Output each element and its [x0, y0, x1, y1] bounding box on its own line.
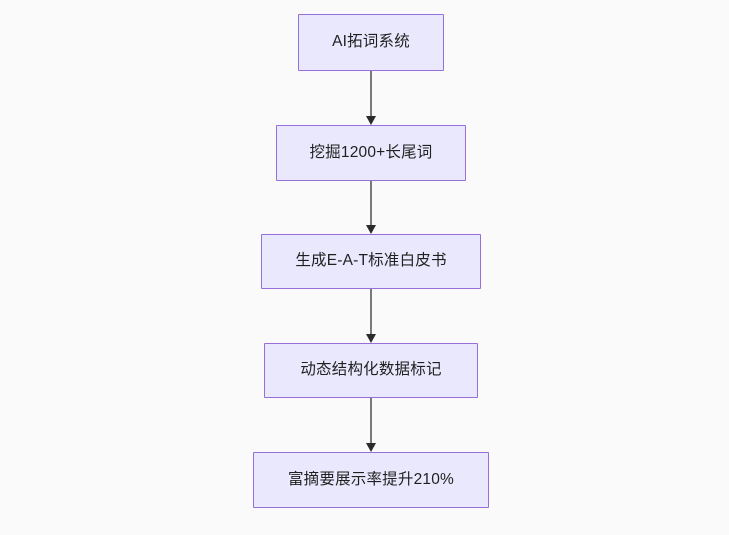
edge-n3-n4	[364, 289, 378, 343]
edge-line	[370, 71, 372, 117]
edge-line	[370, 398, 372, 444]
flow-node-label: AI拓词系统	[332, 33, 410, 51]
flow-node-ai-keyword-system[interactable]: AI拓词系统	[298, 14, 444, 71]
edge-line	[370, 181, 372, 226]
edge-line	[370, 289, 372, 335]
flow-node-label: 富摘要展示率提升210%	[287, 470, 455, 488]
arrowhead-icon	[366, 225, 376, 234]
arrowhead-icon	[366, 334, 376, 343]
flow-node-label: 生成E-A-T标准白皮书	[295, 252, 447, 270]
flow-node-rich-snippet-rate-increase[interactable]: 富摘要展示率提升210%	[253, 452, 489, 508]
edge-n4-n5	[364, 398, 378, 452]
edge-n2-n3	[364, 181, 378, 234]
flow-node-label: 挖掘1200+长尾词	[309, 143, 433, 161]
flow-node-label: 动态结构化数据标记	[300, 361, 442, 379]
flow-node-mine-longtail-keywords[interactable]: 挖掘1200+长尾词	[276, 125, 466, 181]
edge-n1-n2	[364, 71, 378, 125]
flow-node-dynamic-structured-data-markup[interactable]: 动态结构化数据标记	[264, 343, 478, 398]
arrowhead-icon	[366, 443, 376, 452]
flow-node-generate-eat-whitepaper[interactable]: 生成E-A-T标准白皮书	[261, 234, 481, 289]
arrowhead-icon	[366, 116, 376, 125]
